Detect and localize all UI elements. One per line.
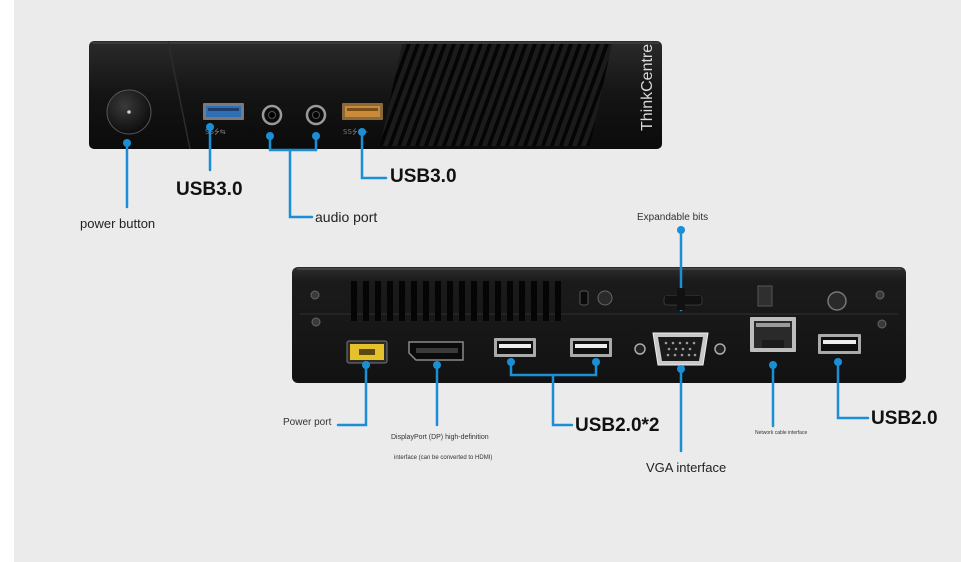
label-audio-port: audio port	[315, 209, 378, 225]
thinkcentre-logo: ThinkCentre	[639, 44, 656, 131]
label-displayport-line1: DisplayPort (DP) high-definition	[391, 434, 489, 441]
power-input-port[interactable]	[346, 340, 388, 364]
padlock-loop-icon	[597, 290, 613, 306]
displayport-port[interactable]	[408, 341, 464, 361]
microphone-jack[interactable]	[305, 104, 327, 126]
callout-dots	[123, 123, 842, 373]
label-network-cable: Network cable interface	[755, 430, 808, 436]
ss-usb-icon: SS⭍⇆	[205, 128, 226, 136]
rear-chassis	[292, 267, 906, 383]
rear-panel	[292, 267, 906, 383]
label-expandable-bits: Expandable bits	[637, 212, 709, 223]
screw-icon	[311, 317, 321, 327]
wifi-antenna-connector	[827, 291, 847, 311]
label-displayport-line2: interface (can be converted to HDMI)	[394, 455, 493, 461]
front-usb30-port-left[interactable]: SS⭍⇆	[203, 103, 244, 136]
screw-icon	[875, 290, 885, 300]
label-power-button: power button	[80, 216, 156, 231]
front-vent	[380, 44, 612, 146]
ss-charge-icon: SS⭍⇆⌁	[343, 128, 368, 136]
rear-usb20-port-3[interactable]	[818, 334, 861, 354]
screw-icon	[310, 290, 320, 300]
screw-icon	[877, 319, 887, 329]
label-vga-interface: VGA interface	[646, 460, 727, 475]
rear-usb20-port-1[interactable]	[494, 338, 536, 357]
front-usb30-port-right[interactable]: SS⭍⇆⌁	[342, 103, 383, 136]
vga-port[interactable]	[634, 332, 726, 366]
label-usb30-left: USB3.0	[176, 179, 243, 200]
antenna-clip	[757, 285, 773, 307]
label-usb20-single: USB2.0	[871, 408, 938, 429]
front-panel: SS⭍⇆ SS⭍⇆⌁ ThinkCentre	[89, 40, 662, 150]
security-slot	[579, 290, 589, 306]
label-usb20-pair: USB2.0*2	[575, 415, 660, 436]
label-power-port: Power port	[283, 417, 332, 428]
expand-marker-v	[677, 288, 685, 310]
ethernet-port[interactable]	[750, 317, 796, 352]
power-led-icon	[127, 110, 131, 114]
power-button[interactable]	[106, 89, 152, 135]
rear-usb20-port-2[interactable]	[570, 338, 612, 357]
label-usb30-right: USB3.0	[390, 166, 457, 187]
headphone-jack[interactable]	[261, 104, 283, 126]
rear-vent-slots	[351, 281, 561, 321]
